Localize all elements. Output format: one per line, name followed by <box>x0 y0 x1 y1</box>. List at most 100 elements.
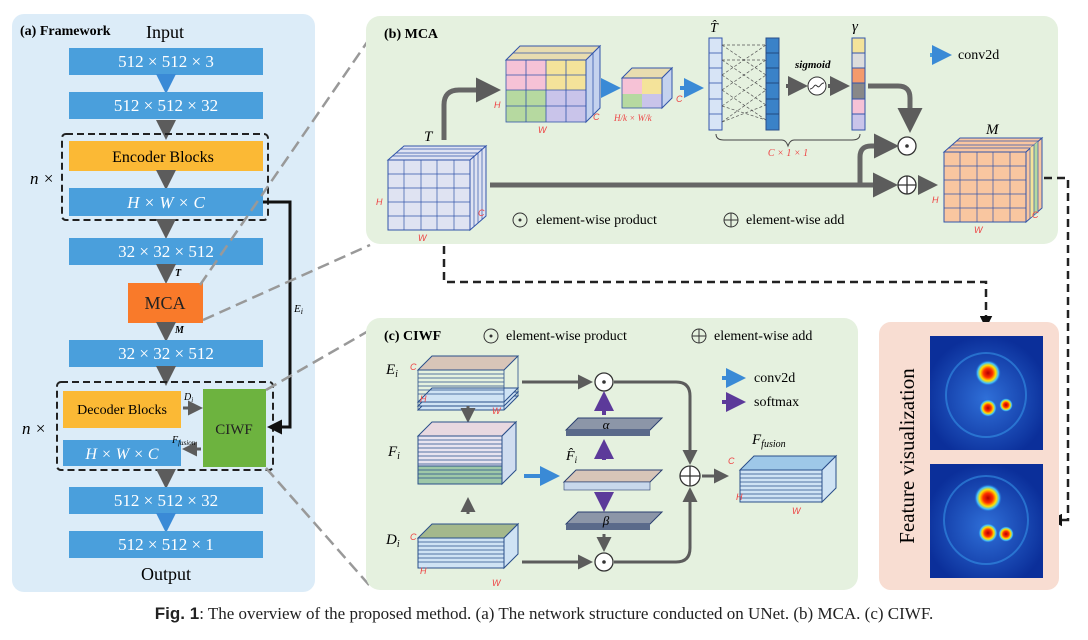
mca-box-label: MCA <box>144 293 185 313</box>
t-hat-symbol: T̂ <box>710 20 719 36</box>
m-label: M <box>174 325 185 336</box>
pooled-dims-label: H/k × W/k <box>613 113 653 123</box>
box-output-dims-label: 512 × 512 × 1 <box>118 535 214 554</box>
gamma-vector <box>851 37 866 131</box>
tensor-t-cube <box>386 144 488 232</box>
ciwf-box <box>203 389 266 467</box>
decoder-dims-label: H × W × C <box>84 446 158 463</box>
pooled-cube <box>620 66 674 110</box>
decoder-blocks-label: Decoder Blocks <box>77 403 167 418</box>
ciwf-box-label: CIWF <box>215 422 253 438</box>
ciwf-legend-conv: conv2d <box>754 371 795 386</box>
m-w-label: W <box>974 225 984 235</box>
box-output-dims <box>69 531 263 558</box>
mca-upper-arrow <box>441 77 501 140</box>
box-output-conv <box>69 487 263 514</box>
fc-connections <box>721 44 767 123</box>
t-c-label: C <box>478 208 485 218</box>
ffusion-h-label: H <box>736 492 743 502</box>
fi-symbol: Fi <box>387 444 400 462</box>
di-w-label: W <box>492 578 502 588</box>
fhat-symbol: F̂i <box>565 448 578 465</box>
ffusion-symbol: Ffusion <box>751 432 786 450</box>
output-label: Output <box>141 564 191 584</box>
input-label: Input <box>146 22 184 42</box>
beta-plate: β <box>564 511 664 530</box>
heatmap-top <box>930 336 1043 450</box>
m-symbol: M <box>985 122 1000 138</box>
ei-h-label: H <box>420 394 427 404</box>
ffusion-c-label: C <box>728 456 735 466</box>
mca-legend-product: element-wise product <box>536 213 657 228</box>
framework-title: (a) Framework <box>20 24 111 39</box>
box-conv-dims-label: 512 × 512 × 32 <box>114 96 218 115</box>
encoder-n-label: n × <box>30 169 54 188</box>
vector-brace <box>715 133 861 148</box>
t-h-label: H <box>376 197 383 207</box>
sigmoid-label: sigmoid <box>794 59 831 71</box>
fi-stack <box>416 420 518 486</box>
tensor-m-cube <box>942 136 1044 224</box>
cube-c-label: C <box>593 112 600 122</box>
ei-stack <box>416 355 520 411</box>
di-label: Di <box>183 392 193 404</box>
ciwf-title: (c) CIWF <box>384 329 441 344</box>
t-symbol: T <box>424 129 434 145</box>
encoder-dims-box <box>69 188 263 216</box>
box-output-conv-label: 512 × 512 × 32 <box>114 491 218 510</box>
encoder-dims-label: H × W × C <box>126 193 205 212</box>
ei-label: Ei <box>293 303 303 316</box>
framework-panel: (a) Framework Input 512 × 512 × 3 512 × … <box>12 14 315 592</box>
mca-product-arrow <box>857 133 899 185</box>
heatmap-bottom <box>930 464 1043 578</box>
decoder-dims-box <box>63 440 181 466</box>
mca-legend-conv: conv2d <box>958 48 999 63</box>
ffusion-stack <box>738 454 838 504</box>
m-h-label: H <box>932 195 939 205</box>
di-h-label: H <box>420 566 427 576</box>
mca-box <box>128 283 203 323</box>
box-bottleneck-out <box>69 340 263 367</box>
t-label: T <box>175 268 182 279</box>
box-bottleneck-out-label: 32 × 32 × 512 <box>118 344 214 363</box>
partitioned-cube <box>504 44 602 124</box>
cube-w-label: W <box>538 125 548 135</box>
caption-fig-label: Fig. 1 <box>154 604 200 623</box>
ciwf-legend-add: element-wise add <box>714 329 812 344</box>
box-input-dims <box>69 48 263 75</box>
box-input-dims-label: 512 × 512 × 3 <box>118 52 214 71</box>
zoom-lines <box>198 37 372 587</box>
m-c-label: C <box>1032 210 1039 220</box>
di-stack <box>416 522 520 570</box>
ffusion-w-label: W <box>792 506 802 516</box>
mca-title: (b) MCA <box>384 27 439 42</box>
mca-legend-add: element-wise add <box>746 213 844 228</box>
feature-panel: Feature visualization <box>879 322 1059 590</box>
box-conv-dims <box>69 92 263 119</box>
hidden-vector <box>765 37 780 131</box>
alpha-symbol: α <box>603 417 611 432</box>
t-hat-vector <box>708 37 723 131</box>
ei-w-label: W <box>492 406 502 416</box>
gamma-arrow <box>868 83 923 133</box>
figure-caption: Fig. 1: The overview of the proposed met… <box>0 604 1088 624</box>
box-bottleneck-in-label: 32 × 32 × 512 <box>118 242 214 261</box>
box-bottleneck-in <box>69 238 263 265</box>
ciwf-panel: (c) CIWF element-wise product element-wi… <box>366 318 858 590</box>
mca-panel: (b) MCA T H W C <box>366 16 1058 244</box>
cube-h-label: H <box>494 100 501 110</box>
beta-symbol: β <box>602 513 610 528</box>
ei-symbol: Ei <box>385 362 398 380</box>
decoder-n-label: n × <box>22 419 46 438</box>
pooled-c-label: C <box>676 94 683 104</box>
feature-title: Feature visualization <box>895 368 919 544</box>
vector-dims-label: C × 1 × 1 <box>768 148 808 159</box>
feature-links <box>442 176 1070 527</box>
ciwf-legend-product: element-wise product <box>506 329 627 344</box>
di-c-label: C <box>410 532 417 542</box>
t-w-label: W <box>418 233 428 243</box>
di-symbol: Di <box>385 532 400 550</box>
ffusion-label: Ffusion <box>171 435 196 447</box>
caption-text: : The overview of the proposed method. (… <box>199 604 934 623</box>
encoder-blocks-label: Encoder Blocks <box>112 149 214 166</box>
